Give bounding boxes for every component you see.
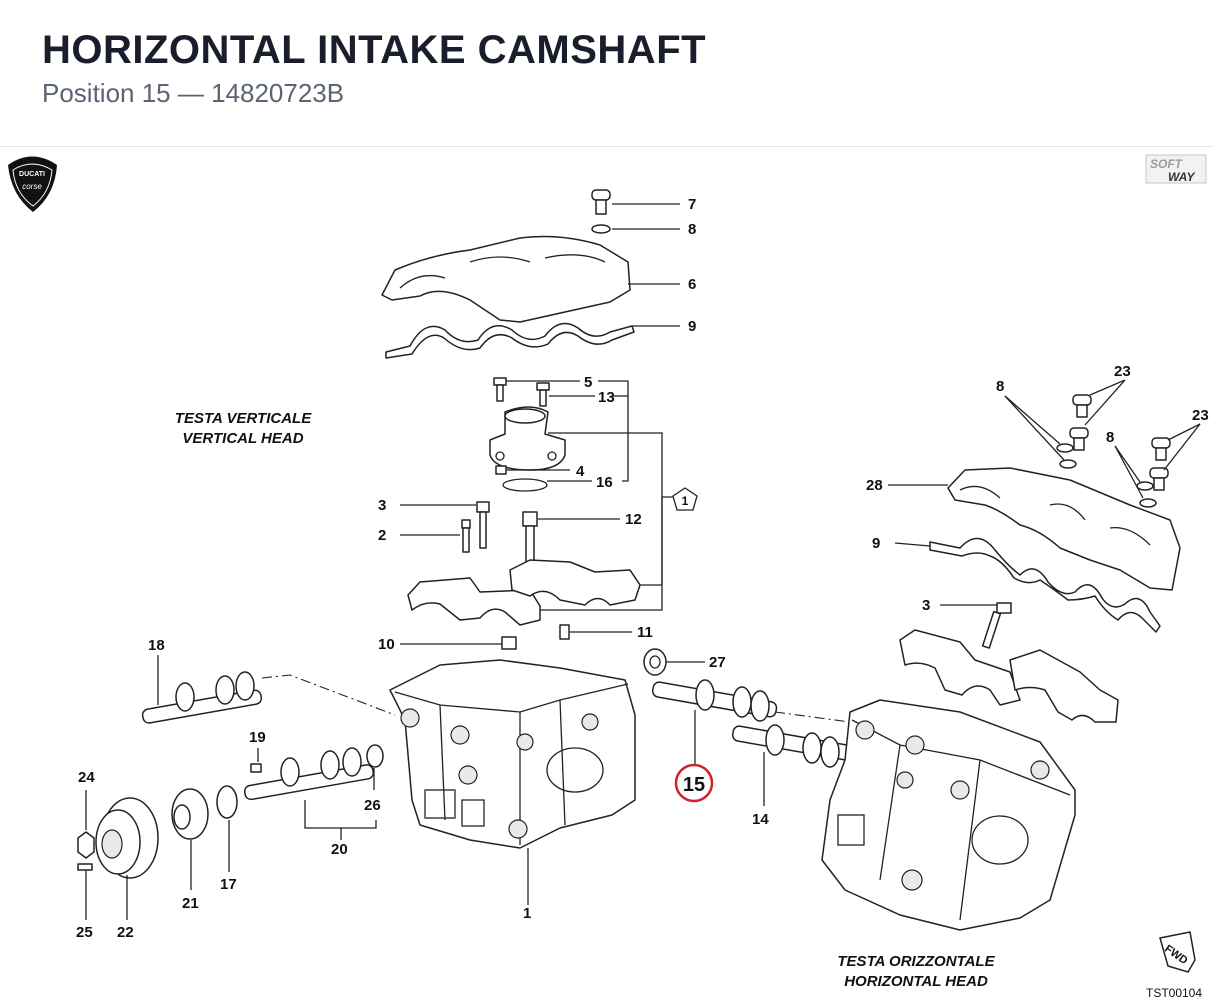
part-bearing-17 <box>216 785 238 819</box>
callout-26: 26 <box>364 797 381 814</box>
callout-22: 22 <box>117 924 134 941</box>
part-pulley-22 <box>95 797 159 879</box>
part-cap-horizontal-2 <box>1009 649 1119 723</box>
callout-9: 9 <box>688 318 696 335</box>
part-seal-27 <box>643 648 667 676</box>
callout-5: 5 <box>584 374 592 391</box>
drawing-code: TST00104 <box>1146 986 1202 1000</box>
callout-17: 17 <box>220 876 237 893</box>
part-screws-23 <box>1069 394 1171 491</box>
part-screw-7 <box>591 189 611 215</box>
part-cover-28 <box>947 467 1181 591</box>
part-nut-24 <box>77 831 95 859</box>
callout-27: 27 <box>709 654 726 671</box>
part-hub-21 <box>171 788 209 840</box>
callout-28: 28 <box>866 477 883 494</box>
exploded-parts-diagram: DUCATI corse SOFT WAY 1 <box>0 147 1214 1003</box>
vertical-head-label-it: TESTA VERTICALE <box>175 410 312 427</box>
callout-10: 10 <box>378 636 395 653</box>
vertical-head-label-en: VERTICAL HEAD <box>182 430 303 447</box>
callout-25: 25 <box>76 924 93 941</box>
part-cap-right <box>509 559 641 606</box>
part-plug-26 <box>366 744 384 768</box>
part-camshaft-20 <box>243 747 375 801</box>
callout-23-horizontal-right: 23 <box>1192 407 1209 424</box>
callout-24: 24 <box>78 769 95 786</box>
fwd-arrow-icon: FWD <box>1159 931 1196 973</box>
callout-16: 16 <box>596 474 613 491</box>
horizontal-head-label-it: TESTA ORIZZONTALE <box>837 953 995 970</box>
part-cap-left <box>407 577 541 626</box>
callout-4: 4 <box>576 463 585 480</box>
softway-logo: SOFT WAY <box>1145 154 1207 184</box>
callout-1: 1 <box>523 905 531 922</box>
softway-bottom: WAY <box>1168 170 1195 184</box>
part-gasket-9 <box>385 322 635 359</box>
note-symbol-1: 1 <box>672 487 698 511</box>
highlight-ring-15 <box>674 763 714 803</box>
callout-8-horizontal-right: 8 <box>1106 429 1114 446</box>
callout-3-horizontal: 3 <box>922 597 930 614</box>
callout-15: 15 <box>683 774 705 796</box>
horizontal-head-label-en: HORIZONTAL HEAD <box>844 973 988 990</box>
callout-2: 2 <box>378 527 386 544</box>
part-camshaft-18 <box>141 671 263 724</box>
callout-13: 13 <box>598 389 615 406</box>
softway-top: SOFT <box>1150 157 1184 171</box>
page-header: HORIZONTAL INTAKE CAMSHAFT Position 15 —… <box>0 0 1214 147</box>
callout-8: 8 <box>688 221 696 238</box>
callout-9-horizontal: 9 <box>872 535 880 552</box>
callout-8-horizontal-left: 8 <box>996 378 1004 395</box>
callout-11: 11 <box>637 624 653 641</box>
part-screw-25 <box>77 863 93 871</box>
part-cylinder-head-vertical <box>389 659 636 849</box>
part-cylinder-head-horizontal <box>821 699 1076 931</box>
logo-text-top: DUCATI <box>19 171 45 178</box>
callout-3: 3 <box>378 497 386 514</box>
part-gasket-9-horizontal <box>929 537 1161 633</box>
page-title: HORIZONTAL INTAKE CAMSHAFT <box>42 28 707 72</box>
part-cover-6 <box>381 235 631 323</box>
callout-12: 12 <box>625 511 642 528</box>
part-washer-8 <box>591 224 611 234</box>
ducati-corse-logo: DUCATI corse <box>8 156 57 212</box>
part-cap-horizontal-1 <box>899 629 1021 706</box>
part-camshaft-14 <box>731 724 858 768</box>
page-subtitle: Position 15 — 14820723B <box>42 78 345 108</box>
callout-14: 14 <box>752 811 769 828</box>
callout-18: 18 <box>148 637 165 654</box>
callout-20: 20 <box>331 841 348 858</box>
callout-7: 7 <box>688 196 696 213</box>
callout-19: 19 <box>249 729 266 746</box>
callout-21: 21 <box>182 895 199 912</box>
callout-23-horizontal-top: 23 <box>1114 363 1131 380</box>
callout-6: 6 <box>688 276 696 293</box>
logo-text-bottom: corse <box>22 182 42 191</box>
svg-text:1: 1 <box>682 494 689 508</box>
part-camshaft-15-highlighted <box>651 679 778 722</box>
part-oring-16 <box>502 478 548 492</box>
